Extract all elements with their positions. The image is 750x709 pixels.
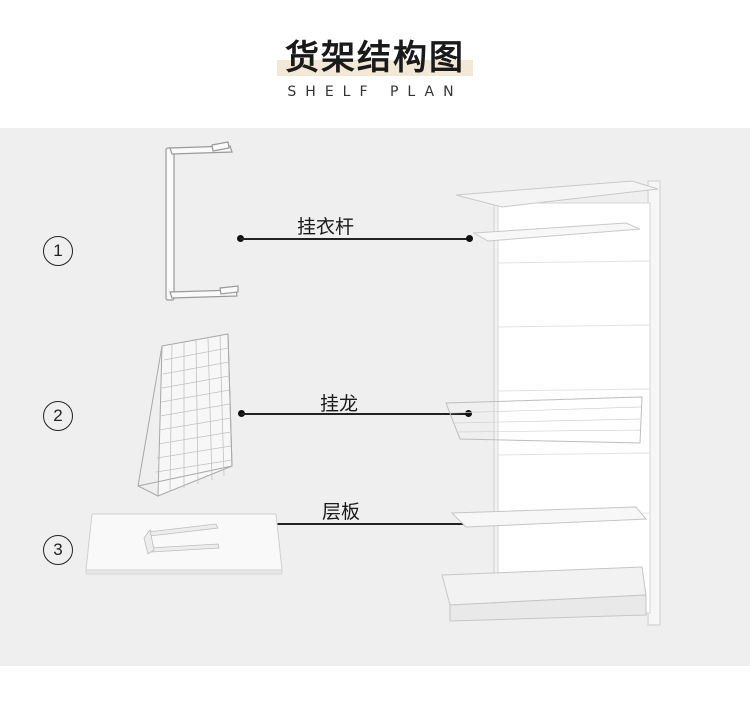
part-number-2: 2 (43, 401, 73, 431)
shelf-board-illustration (85, 513, 283, 575)
part-label-hanging-rod: 挂衣杆 (297, 216, 355, 238)
part-number-3: 3 (43, 535, 73, 565)
leader-line-2 (241, 413, 469, 415)
page-title: 货架结构图 (285, 38, 465, 78)
leader-line-1 (240, 238, 470, 240)
part-label-shelf-board: 层板 (322, 501, 361, 523)
leader-end-dot-1 (466, 235, 473, 242)
assembled-shelf-unit (441, 180, 661, 626)
footer-space (0, 666, 750, 709)
title-highlight-band (277, 60, 473, 76)
part-label-basket: 挂龙 (320, 393, 359, 415)
wire-basket-illustration (137, 333, 233, 497)
hanging-rod-illustration (165, 141, 239, 301)
page-subtitle: SHELF PLAN (287, 84, 463, 100)
header: 货架结构图 SHELF PLAN (0, 0, 750, 128)
leader-line-3 (241, 523, 469, 525)
leader-end-dot-2 (465, 410, 472, 417)
part-number-1: 1 (43, 236, 73, 266)
